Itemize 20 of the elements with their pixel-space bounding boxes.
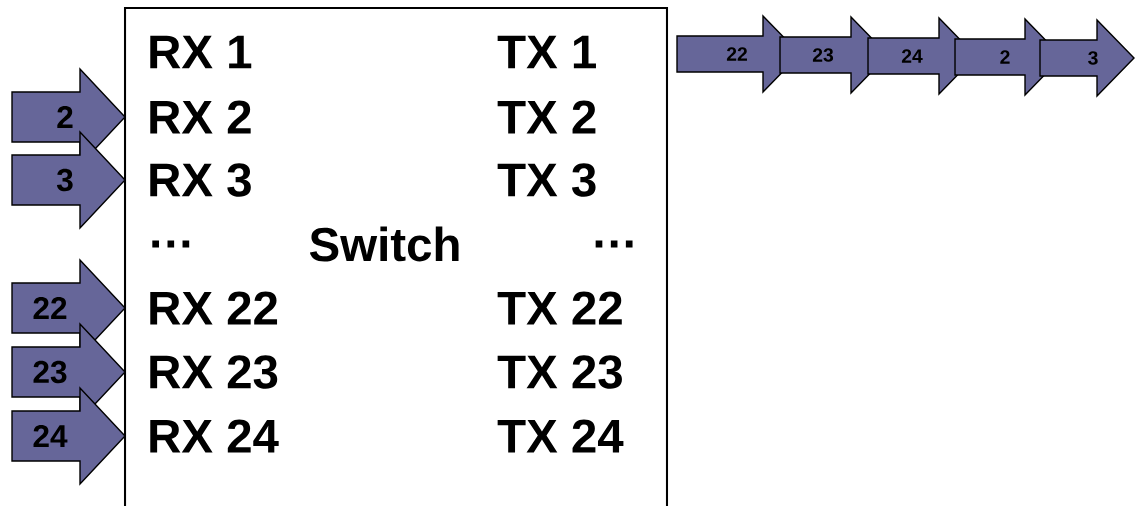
port-label: TX 22 (497, 291, 622, 325)
port-label: RX 22 (150, 291, 278, 325)
port-label: RX 24 (150, 419, 279, 453)
port-label: RX 2 (150, 100, 251, 134)
port-label: TX 1 (497, 35, 596, 69)
port-label: … (595, 240, 633, 248)
numbered-packet: 2 (11, 67, 126, 167)
port-label: TX 3 (497, 163, 596, 197)
numbered-packet: 3 (1039, 18, 1135, 98)
numbered-packet: 3 (11, 130, 126, 230)
numbered-packet: 24 (11, 386, 126, 486)
port-label: TX 24 (497, 419, 624, 453)
port-label: TX 2 (497, 100, 596, 134)
numbered-packet: 22 (11, 258, 126, 358)
port-label: RX 3 (150, 163, 251, 197)
port-label: TX 23 (497, 355, 622, 389)
port-label: … (152, 240, 190, 248)
numbered-packet: 23 (11, 322, 126, 422)
port-label: RX 1 (150, 35, 252, 69)
port-label: RX 23 (150, 355, 278, 389)
